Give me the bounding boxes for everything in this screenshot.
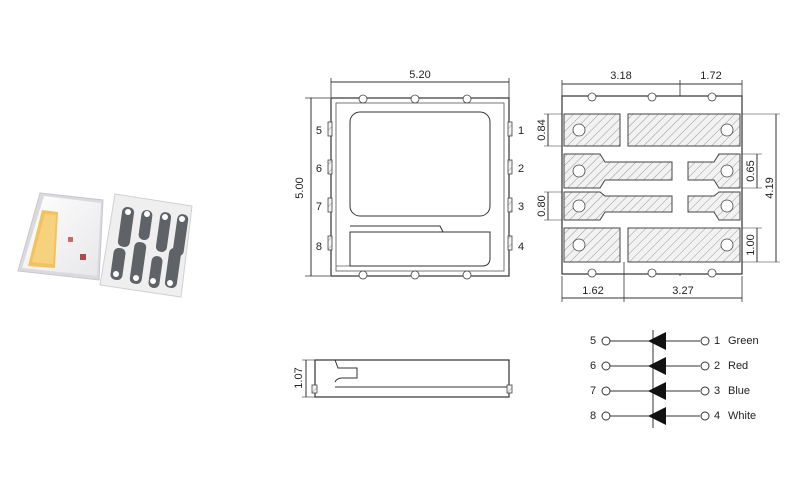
svg-text:2: 2 bbox=[714, 360, 720, 372]
svg-text:Red: Red bbox=[728, 360, 748, 372]
top-pin-5: 5 bbox=[316, 125, 322, 137]
svg-text:1: 1 bbox=[714, 335, 720, 347]
top-view: 5.20 5.00 5 6 7 8 1 2 3 4 bbox=[294, 69, 524, 280]
svg-text:Blue: Blue bbox=[728, 385, 750, 397]
circuit-row-white: 8 4 White bbox=[590, 407, 756, 425]
top-pin-1: 1 bbox=[518, 125, 524, 137]
bottom-dim-right-total: 4.19 bbox=[764, 177, 776, 198]
bottom-dim-top-left: 3.18 bbox=[610, 70, 631, 82]
top-side-leads bbox=[327, 121, 513, 251]
top-pin-2: 2 bbox=[518, 163, 524, 175]
diode-icon bbox=[648, 382, 666, 400]
side-view: 1.07 bbox=[293, 359, 513, 398]
bottom-dim-bottom-left: 1.62 bbox=[582, 285, 603, 297]
bottom-pads bbox=[563, 113, 741, 263]
bottom-dim-bottom-right: 3.27 bbox=[672, 285, 693, 297]
top-pin-8: 8 bbox=[316, 241, 322, 253]
bottom-dim-right-a: 0.65 bbox=[745, 160, 757, 181]
bottom-dim-top-right: 1.72 bbox=[700, 70, 721, 82]
top-pin-6: 6 bbox=[316, 163, 322, 175]
svg-text:4: 4 bbox=[714, 410, 720, 422]
circuit-row-blue: 7 3 Blue bbox=[590, 382, 750, 400]
bottom-dim-right-lower: 1.00 bbox=[745, 234, 757, 255]
top-pin-3: 3 bbox=[518, 201, 524, 213]
svg-text:8: 8 bbox=[590, 410, 596, 422]
circuit-diagram: 5 1 Green 6 2 Red 7 3 Blue 8 bbox=[590, 330, 759, 428]
svg-text:7: 7 bbox=[590, 385, 596, 397]
svg-text:5: 5 bbox=[590, 335, 596, 347]
svg-text:White: White bbox=[728, 410, 756, 422]
circuit-row-red: 6 2 Red bbox=[590, 357, 748, 375]
svg-text:6: 6 bbox=[590, 360, 596, 372]
top-lens-small bbox=[349, 231, 491, 267]
led-back-photo bbox=[99, 193, 193, 298]
circuit-row-green: 5 1 Green bbox=[590, 332, 759, 350]
led-photo bbox=[17, 192, 193, 298]
side-height-dim: 1.07 bbox=[293, 367, 305, 388]
svg-text:Green: Green bbox=[728, 335, 759, 347]
top-pin-7: 7 bbox=[316, 201, 322, 213]
diode-icon bbox=[648, 332, 666, 350]
bottom-dim-left-upper: 0.84 bbox=[536, 119, 548, 140]
top-pin-4: 4 bbox=[518, 241, 524, 253]
top-lens-large bbox=[349, 111, 491, 217]
diode-icon bbox=[648, 407, 666, 425]
top-height-dim: 5.00 bbox=[294, 177, 306, 198]
svg-text:3: 3 bbox=[714, 385, 720, 397]
bottom-dim-left-lower: 0.80 bbox=[536, 195, 548, 216]
bottom-view: 3.18 1.72 0.84 0.80 bbox=[536, 70, 780, 302]
led-front-photo bbox=[17, 192, 104, 281]
diode-icon bbox=[648, 357, 666, 375]
top-width-dim: 5.20 bbox=[409, 69, 430, 81]
